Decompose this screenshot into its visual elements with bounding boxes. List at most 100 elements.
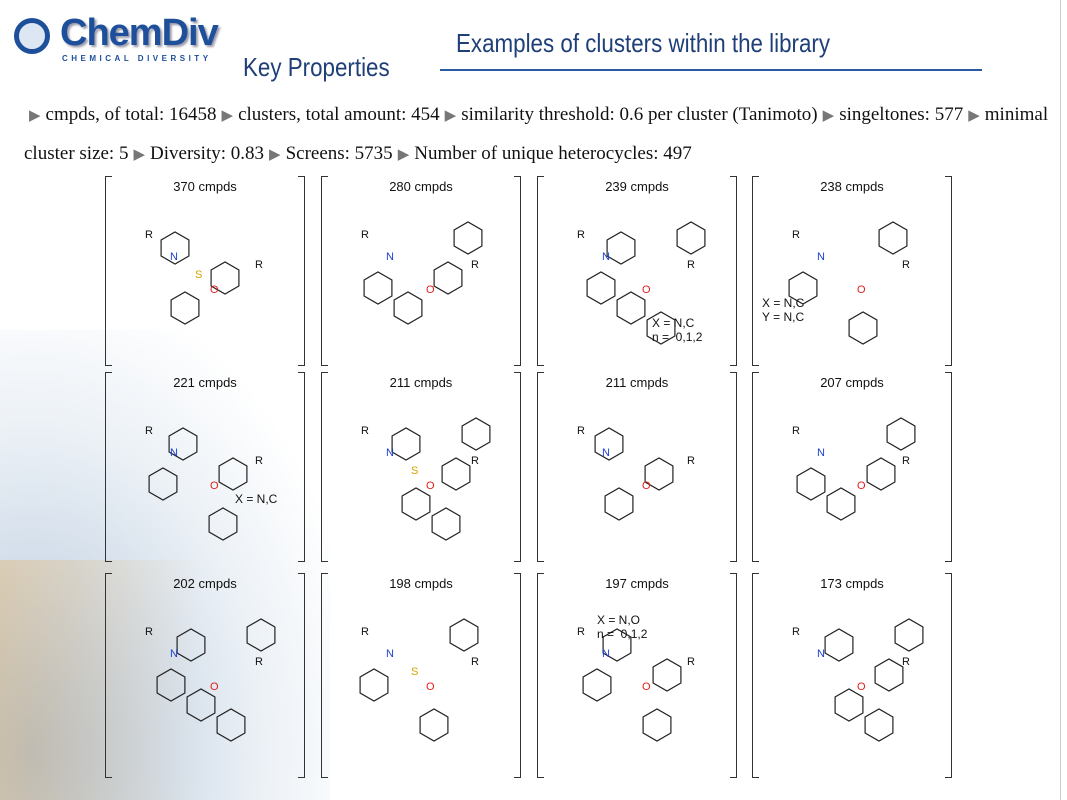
atom-label: N [170, 447, 178, 459]
bracket-left [321, 372, 328, 562]
atom-label: S [195, 269, 202, 281]
cluster-note: X = N,C [235, 492, 278, 506]
ring [391, 427, 421, 461]
ring [866, 457, 896, 491]
bracket-left [105, 176, 112, 366]
cluster-count: 238 cmpds [820, 179, 884, 194]
ring [359, 668, 389, 702]
ring [646, 311, 676, 345]
bracket-left [321, 573, 328, 778]
stat-item: Number of unique heterocycles: 497 [414, 143, 692, 164]
atom-label: R [361, 425, 369, 437]
cluster-count: 370 cmpds [173, 179, 237, 194]
chemical-structure: N O R R S [361, 417, 491, 541]
atom-label: R [471, 656, 479, 668]
atom-label: R [577, 626, 585, 638]
cluster-count: 239 cmpds [605, 179, 669, 194]
bracket-left [752, 372, 759, 562]
bracket-right [730, 372, 737, 562]
atom-label: O [426, 284, 435, 296]
atom-label: R [361, 229, 369, 241]
bracket-right [730, 573, 737, 778]
ring [582, 668, 612, 702]
bracket-right [298, 573, 305, 778]
bracket-left [537, 176, 544, 366]
cluster-count: 197 cmpds [605, 576, 669, 591]
ring [824, 628, 854, 662]
key-properties: ▶cmpds, of total: 16458▶clusters, total … [24, 96, 1054, 174]
ring [864, 708, 894, 742]
atom-label: N [170, 251, 178, 263]
ring [461, 417, 491, 451]
atom-label: R [471, 455, 479, 467]
chemdiv-logo: ChemDiv CHEMICAL DIVERSITY [10, 10, 245, 70]
atom-label: R [361, 626, 369, 638]
atom-label: O [857, 284, 866, 296]
title-underline [440, 69, 982, 71]
bracket-left [105, 372, 112, 562]
atom-label: S [411, 666, 418, 678]
bracket-left [752, 176, 759, 366]
atom-label: O [426, 480, 435, 492]
atom-label: R [792, 626, 800, 638]
bracket-left [537, 372, 544, 562]
ring [246, 618, 276, 652]
stat-item: singeltones: 577 [839, 104, 964, 125]
atom-label: N [602, 251, 610, 263]
ring [393, 291, 423, 325]
ring [419, 708, 449, 742]
background-decoration [0, 560, 200, 800]
atom-label: R [145, 425, 153, 437]
cluster-count: 211 cmpds [389, 375, 453, 390]
section-title: Key Properties [243, 52, 390, 82]
ring [218, 457, 248, 491]
bracket-right [945, 176, 952, 366]
bullet-arrow-icon: ▶ [29, 108, 41, 124]
atom-label: R [145, 229, 153, 241]
bracket-right [945, 372, 952, 562]
ring [156, 668, 186, 702]
ring [894, 618, 924, 652]
bullet-arrow-icon: ▶ [397, 147, 410, 163]
ring [644, 457, 674, 491]
ring [848, 311, 878, 345]
atom-label: N [386, 648, 394, 660]
ring [449, 618, 479, 652]
ring [602, 628, 632, 662]
atom-label: N [170, 648, 178, 660]
ring [606, 231, 636, 265]
bracket-left [105, 573, 112, 778]
cluster-count: 280 cmpds [389, 179, 453, 194]
cluster-count: 211 cmpds [605, 375, 669, 390]
atom-label: R [145, 626, 153, 638]
background-decoration [0, 330, 330, 800]
atom-label: N [386, 447, 394, 459]
atom-label: S [411, 465, 418, 477]
bracket-right [514, 573, 521, 778]
ring [216, 708, 246, 742]
atom-label: R [577, 425, 585, 437]
stat-item: cmpds, of total: 16458 [45, 104, 217, 125]
ring [886, 417, 916, 451]
atom-label: R [792, 425, 800, 437]
bracket-right [298, 372, 305, 562]
bracket-right [945, 573, 952, 778]
cluster-note: X = N,C Y = N,C [762, 296, 805, 324]
ring [874, 658, 904, 692]
ring [441, 457, 471, 491]
ring [210, 261, 240, 295]
atom-label: N [817, 251, 825, 263]
atom-label: N [817, 447, 825, 459]
